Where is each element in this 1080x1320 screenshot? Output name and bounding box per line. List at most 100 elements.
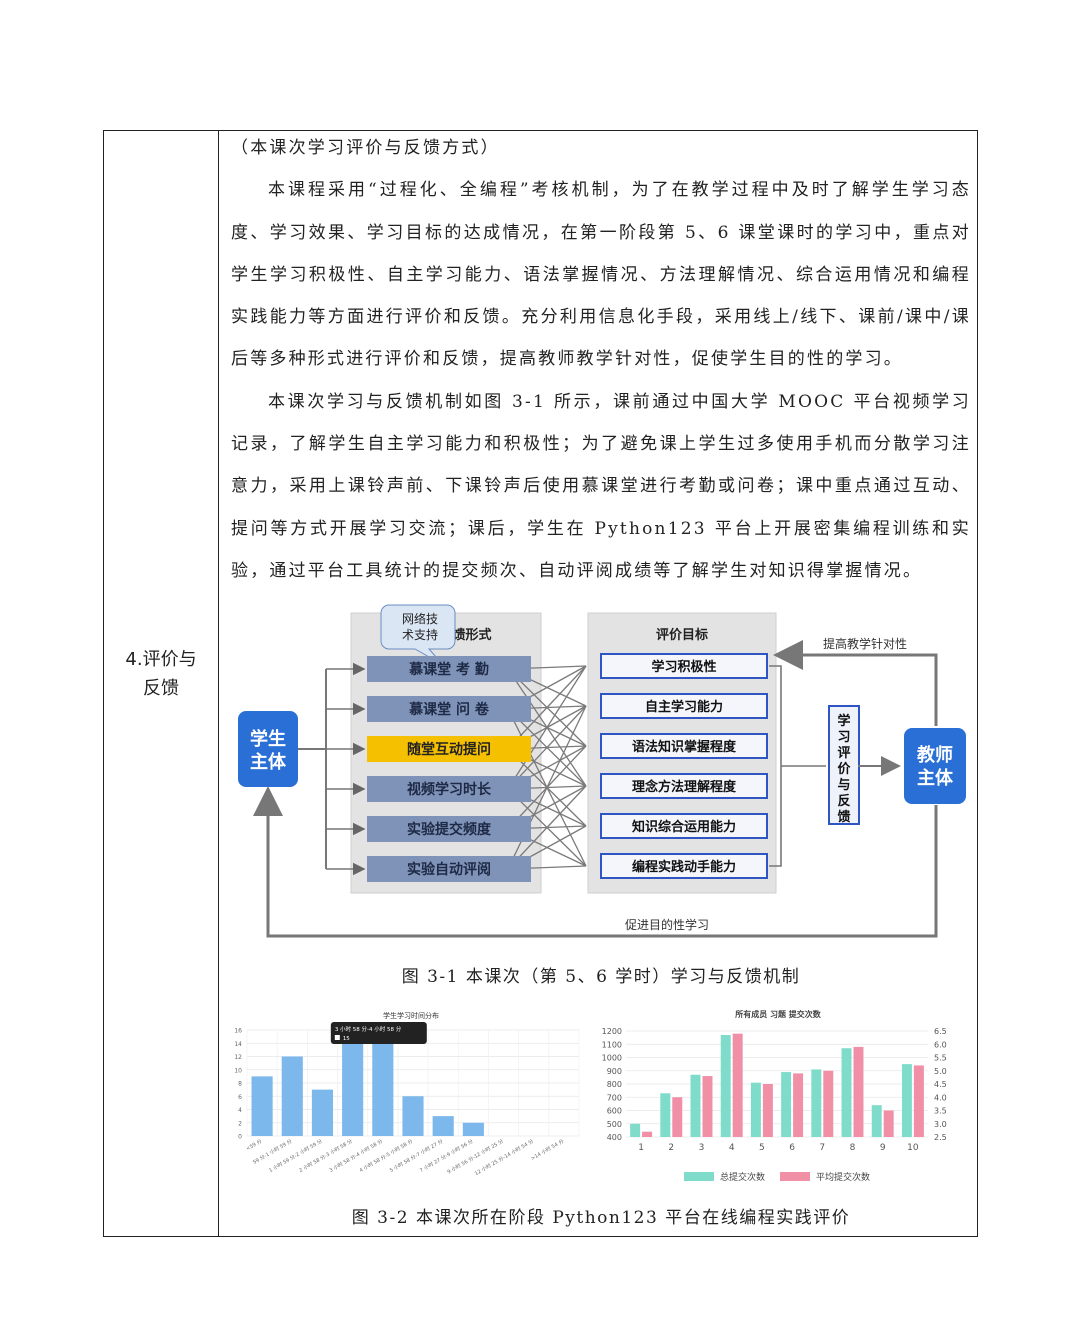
form-box	[367, 736, 531, 762]
figure-caption-2: 图 3-2 本课次所在阶段 Python123 平台在线编程实践评价	[351, 1208, 851, 1228]
chart2-bar-avg	[853, 1046, 864, 1137]
chart1-xtick: 5 小时 58 分-7 小时 27 分	[388, 1138, 444, 1174]
chart2-bar-avg	[762, 1084, 773, 1137]
form-goal-link	[507, 785, 587, 870]
chart2-ytick-right: 3.5	[934, 1107, 947, 1116]
goal-box	[600, 813, 768, 839]
chart1-bar	[432, 1116, 454, 1136]
chart2-ytick-left: 1000	[602, 1054, 622, 1063]
feedback-char: 学	[837, 713, 850, 729]
row-label-cell: 4.评价与反馈	[104, 131, 218, 1236]
teacher-bottom-arrow	[253, 786, 938, 938]
chart1-tooltip-title: 3 小时 58 分-4 小时 58 分	[335, 1025, 402, 1033]
chart1-bar	[251, 1076, 273, 1136]
feedback-char: 评	[837, 746, 850, 761]
chart1-bar	[342, 1030, 364, 1136]
chart2-ytick-right: 6.0	[934, 1040, 947, 1049]
chart2-title: 所有成员 习题 提交次数	[734, 1009, 822, 1019]
form-goal-link	[507, 705, 587, 790]
chart2-ytick-left: 400	[607, 1133, 622, 1142]
chart1-bar	[311, 1089, 334, 1136]
student-text-2: 主体	[250, 751, 287, 773]
feedback-char: 习	[837, 730, 850, 745]
chart1-tooltip-value: 15	[343, 1036, 350, 1042]
paragraph-2: 本课次学习与反馈机制如图 3-1 所示，课前通过中国大学 MOOC 平台视频学习…	[231, 391, 971, 581]
chart1-xtick: 4 小时 58 分-5 小时 58 分	[358, 1138, 414, 1174]
chart1-ytick: 8	[238, 1081, 242, 1088]
chart2-bar-avg	[732, 1033, 743, 1137]
chart2-bar-total	[750, 1082, 761, 1137]
feedback-mechanism-diagram: 评价及反馈形式 评价目标 网络技 术支持 学生 主体 教师 主体 学习评价与反馈…	[238, 604, 966, 938]
chart2-xtick: 1	[638, 1143, 644, 1153]
form-label: 慕课堂 考 勤	[408, 661, 489, 678]
chart2-legend-swatch-total	[684, 1172, 714, 1181]
support-text-2: 术支持	[402, 627, 438, 642]
bottom-arrow-label: 促进目的性学习	[625, 917, 709, 932]
chart2-ytick-right: 3.0	[934, 1120, 947, 1129]
chart1-xtick: 2 小时 58 分-3 小时 58 分	[298, 1138, 354, 1174]
column-divider	[218, 131, 219, 1236]
feedback-char: 反	[837, 793, 850, 809]
goal-label: 语法知识掌握程度	[632, 739, 737, 755]
chart1-xtick: 7 小时 27 分-9 小时 56 分	[419, 1138, 475, 1174]
chart2-bar-avg	[702, 1076, 713, 1137]
chart2-bar-total	[720, 1034, 731, 1137]
chart1-xtick: <59 分	[245, 1138, 263, 1153]
figure-caption-1: 图 3-1 本课次（第 5、6 学时）学习与反馈机制	[401, 967, 801, 987]
chart2-xtick: 8	[850, 1143, 856, 1153]
chart2-bar-total	[811, 1069, 822, 1137]
goal-label: 理念方法理解程度	[632, 779, 737, 795]
chart2-ytick-right: 6.5	[934, 1027, 947, 1036]
section-heading: （本课次学习评价与反馈方式）	[231, 138, 500, 158]
chart1-bar	[281, 1056, 303, 1136]
chart2-xtick: 3	[699, 1143, 705, 1153]
goal-box	[600, 853, 768, 879]
student-subject	[238, 711, 298, 787]
chart2-ytick-right: 4.5	[934, 1080, 947, 1089]
chart2-ytick-right: 5.0	[934, 1067, 947, 1076]
chart1-tooltip-swatch	[334, 1035, 340, 1040]
chart1-ytick: 12	[234, 1054, 242, 1061]
form-label: 实验提交频度	[407, 821, 492, 838]
feedback-char: 馈	[837, 809, 850, 825]
chart2-xtick: 7	[819, 1143, 825, 1153]
chart2-ytick-left: 700	[607, 1093, 622, 1102]
chart1-ytick: 6	[238, 1094, 242, 1101]
chart2-bar-avg	[642, 1131, 653, 1137]
chart1-ytick: 2	[238, 1120, 242, 1127]
chart2-ytick-left: 1100	[602, 1040, 622, 1049]
paragraph-1: 本课程采用“过程化、全编程”考核机制，为了在教学过程中及时了解学生学习态度、学习…	[231, 180, 971, 370]
chart2-ytick-right: 2.5	[934, 1133, 947, 1142]
chart2-ytick-left: 500	[607, 1120, 622, 1129]
form-box	[367, 776, 531, 802]
form-box	[367, 856, 531, 882]
chart1-ytick: 14	[234, 1041, 242, 1048]
goal-label: 自主学习能力	[645, 699, 723, 715]
chart2-bar-total	[781, 1072, 792, 1137]
chart2-ytick-left: 800	[607, 1080, 622, 1089]
feedback-char: 与	[837, 778, 850, 793]
chart1-bar	[402, 1096, 424, 1136]
chart1-bar	[462, 1122, 484, 1136]
form-goal-link	[507, 665, 587, 750]
chart2-ytick-right: 5.5	[934, 1054, 947, 1063]
chart2-bar-total	[630, 1123, 641, 1137]
chart2-legend-swatch-avg	[780, 1172, 810, 1181]
chart1-title: 学生学习时间分布	[383, 1011, 439, 1020]
chart2-bar-avg	[913, 1065, 924, 1137]
goal-box	[600, 733, 768, 759]
row-label: 4.评价与反馈	[125, 648, 197, 699]
top-arrow-label: 提高教学针对性	[823, 636, 907, 651]
content-cell: （本课次学习评价与反馈方式） 本课程采用“过程化、全编程”考核机制，为了在教学过…	[231, 131, 971, 592]
form-goal-link	[507, 665, 587, 790]
chart2-bar-avg	[883, 1110, 894, 1137]
form-label: 视频学习时长	[407, 781, 492, 798]
chart2-bar-total	[841, 1048, 852, 1137]
goal-box	[600, 653, 768, 679]
chart2-xtick: 6	[789, 1143, 795, 1153]
chart1-xtick: 1 小时 59 分-2 小时 59 分	[268, 1138, 324, 1174]
student-text-1: 学生	[250, 728, 286, 750]
teacher-text-2: 主体	[917, 767, 954, 789]
chart1-ytick: 4	[238, 1107, 242, 1114]
